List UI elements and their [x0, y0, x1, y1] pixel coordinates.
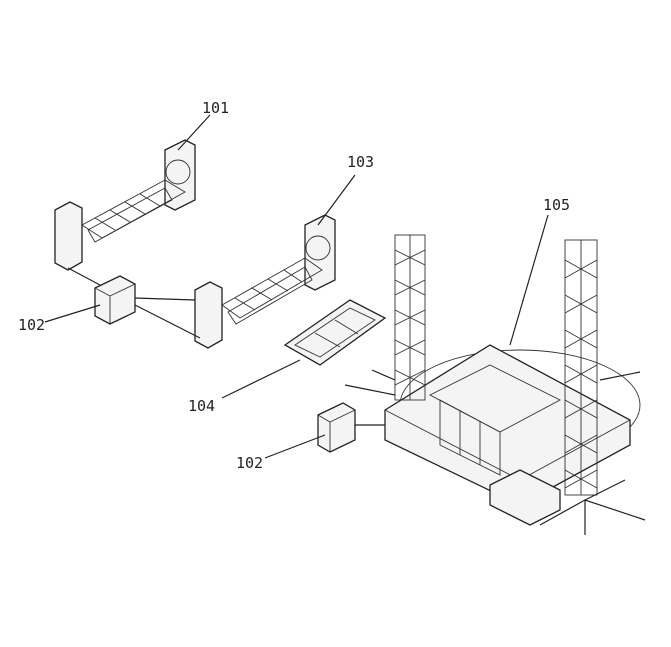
station-105 [344, 214, 646, 535]
carriage-104 [221, 299, 387, 399]
assembly-101 [54, 114, 211, 271]
assembly-103 [194, 174, 356, 349]
cable [67, 267, 201, 339]
label-105: 105 [543, 196, 570, 214]
label-102-right: 102 [236, 454, 263, 472]
control-box-102-right [264, 402, 356, 459]
leader-101 [177, 114, 211, 151]
label-103: 103 [347, 153, 374, 171]
leader-103 [317, 174, 356, 226]
label-102-left: 102 [18, 316, 45, 334]
label-101: 101 [202, 99, 229, 117]
control-box-102-left [44, 275, 136, 325]
label-104: 104 [188, 397, 215, 415]
leader-105 [509, 214, 549, 346]
